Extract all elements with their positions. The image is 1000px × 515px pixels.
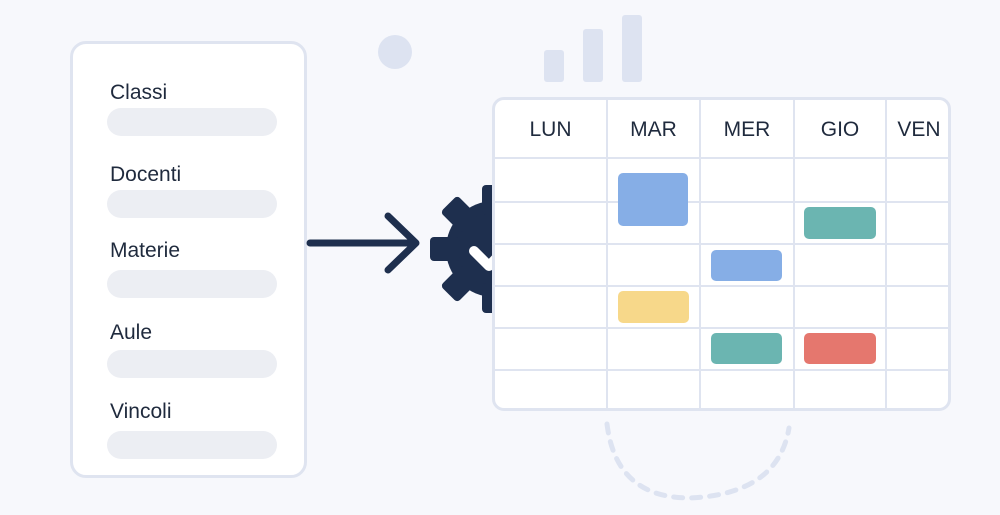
lesson-block (804, 207, 876, 239)
decorative-bar (622, 15, 642, 82)
timetable-grid: LUN MAR MER GIO VEN (492, 97, 951, 411)
field-label-aule: Aule (110, 321, 153, 344)
input-panel: Classi Docenti Materie Aule Vincoli (70, 41, 307, 478)
day-header-gio: GIO (820, 118, 860, 141)
lesson-block (618, 173, 688, 226)
lesson-block (711, 250, 782, 281)
decorative-bar (583, 29, 603, 82)
decorative-circle (378, 35, 412, 69)
grid-line (495, 285, 948, 287)
grid-line (885, 100, 887, 408)
lesson-block (618, 291, 689, 323)
day-header-ven: VEN (897, 118, 941, 141)
decorative-bar (544, 50, 564, 82)
day-header-mar: MAR (630, 118, 677, 141)
grid-line (495, 201, 948, 203)
grid-line (606, 100, 608, 408)
field-label-docenti: Docenti (110, 163, 182, 186)
lesson-block (711, 333, 782, 364)
field-placeholder-bar (107, 108, 277, 136)
field-label-classi: Classi (110, 81, 168, 104)
lesson-block (804, 333, 876, 364)
day-header-mer: MER (723, 118, 771, 141)
day-header-lun: LUN (529, 118, 572, 141)
grid-line (495, 157, 948, 159)
field-label-vincoli: Vincoli (110, 400, 172, 423)
grid-line (495, 369, 948, 371)
grid-line (793, 100, 795, 408)
field-placeholder-bar (107, 350, 277, 378)
grid-line (495, 327, 948, 329)
field-placeholder-bar (107, 190, 277, 218)
field-label-materie: Materie (110, 239, 181, 262)
grid-line (495, 243, 948, 245)
grid-line (699, 100, 701, 408)
field-placeholder-bar (107, 270, 277, 298)
field-placeholder-bar (107, 431, 277, 459)
